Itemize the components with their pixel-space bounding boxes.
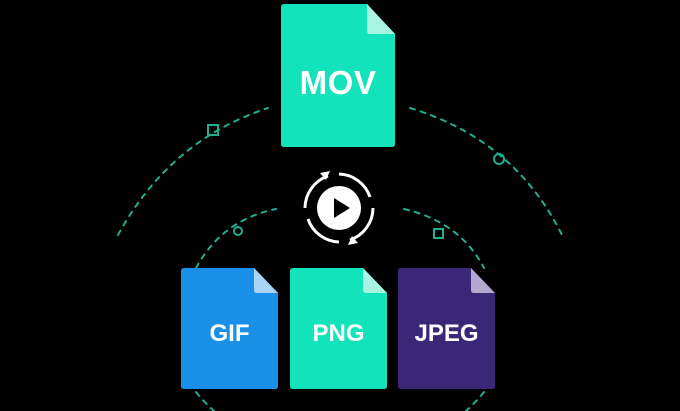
mov-file-label: MOV	[299, 64, 377, 101]
bottom-orbit-arc-right	[465, 391, 485, 411]
inner-orbit-arc-left	[195, 208, 277, 269]
document-icon	[281, 4, 395, 147]
orbit-square-marker	[433, 228, 444, 239]
document-icon	[398, 268, 495, 389]
png-file-card: PNG	[290, 268, 387, 389]
outer-orbit-arc-right	[409, 107, 563, 236]
mov-file-card: MOV	[281, 4, 395, 147]
orbit-circle-marker	[493, 153, 505, 165]
jpeg-file-label: JPEG	[414, 320, 479, 347]
orbit-square-marker	[207, 124, 219, 136]
gif-file-card: GIF	[181, 268, 278, 389]
gif-file-label: GIF	[209, 320, 250, 347]
bottom-orbit-arc-left	[195, 391, 215, 411]
document-icon	[290, 268, 387, 389]
document-icon	[181, 268, 278, 389]
convert-play-icon	[300, 169, 378, 247]
outer-orbit-arc-left	[117, 107, 269, 236]
png-file-label: PNG	[312, 320, 365, 347]
orbit-circle-marker	[233, 226, 243, 236]
inner-orbit-arc-right	[403, 208, 485, 269]
jpeg-file-card: JPEG	[398, 268, 495, 389]
